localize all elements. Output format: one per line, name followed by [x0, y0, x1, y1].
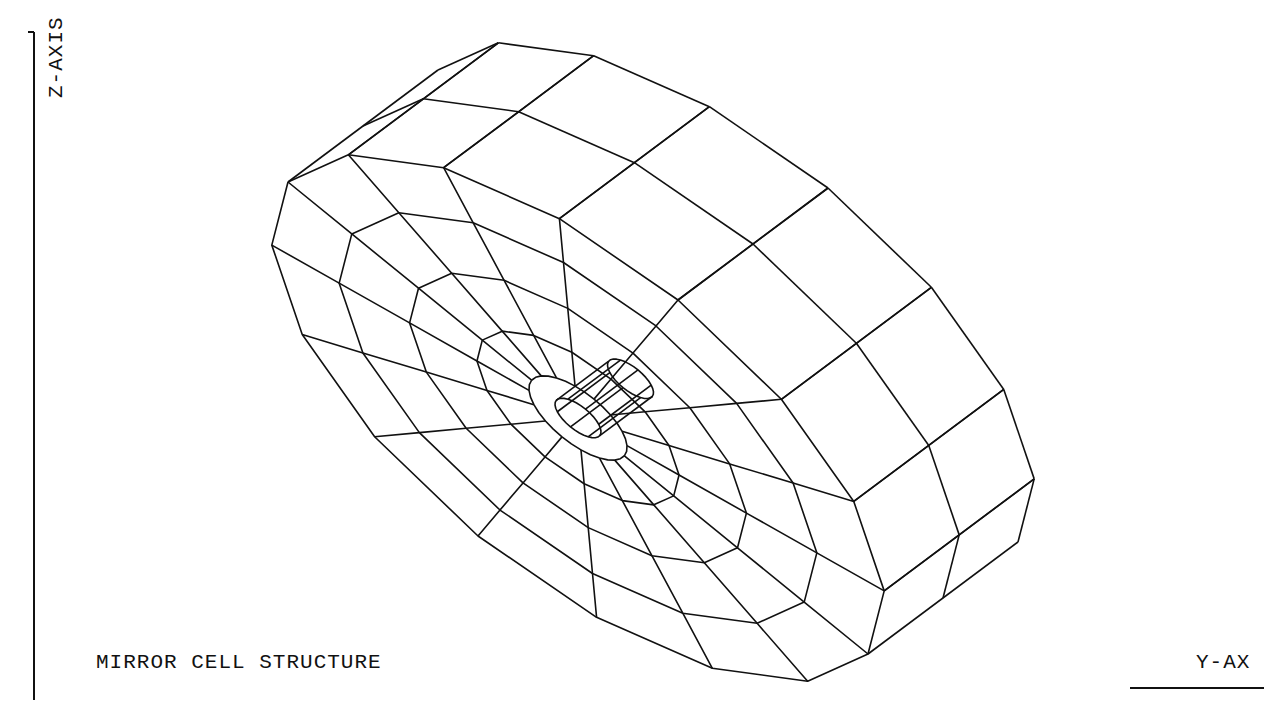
spoke-line [302, 335, 534, 405]
side-mid-line [423, 99, 518, 112]
back-edge-line [828, 188, 931, 287]
spoke-line [581, 450, 597, 617]
side-edge-line [884, 479, 1034, 591]
side-edge-line [781, 287, 931, 399]
spoke-line [288, 182, 532, 380]
hole-line [600, 397, 653, 436]
y-axis-line [1130, 687, 1264, 689]
spoke-line [348, 155, 541, 376]
hole-line [557, 373, 610, 412]
hole-line [568, 360, 621, 399]
back-edge-line [498, 43, 593, 56]
side-edge-line [444, 56, 594, 168]
spoke-line [627, 446, 884, 591]
axis-label: Y-AX [1196, 652, 1250, 673]
side-mid-line [753, 244, 856, 343]
side-edge-line [678, 188, 828, 300]
hole-line [599, 385, 652, 424]
ring-line [477, 331, 679, 505]
spoke-line [559, 219, 575, 386]
hole-line [588, 398, 641, 437]
spoke-line [594, 300, 678, 399]
spoke-line [599, 458, 712, 668]
side-edge-line [854, 389, 1004, 501]
back-edge-line [594, 56, 710, 107]
side-mid-line [929, 445, 959, 534]
side-edge-line [444, 56, 594, 168]
side-mid-line [856, 343, 928, 445]
hole-line [556, 361, 609, 400]
side-mid-line [519, 112, 635, 163]
side-edge-line [559, 107, 709, 219]
side-edge-line [868, 542, 1018, 654]
side-mid-line [634, 163, 753, 244]
axis-label: Z-AXIS [46, 16, 67, 98]
spoke-line [375, 421, 546, 437]
spoke-line [444, 168, 557, 378]
ring-line [339, 213, 817, 624]
finite-element-mesh [272, 43, 1034, 681]
back-edge-line [931, 287, 1003, 389]
side-edge-line [854, 389, 1004, 501]
spoke-line [478, 437, 562, 536]
axis-tick [28, 31, 34, 33]
z-axis-line [33, 32, 35, 700]
side-edge-line [884, 479, 1034, 591]
hole-line [571, 388, 624, 427]
side-edge-line [348, 43, 498, 155]
ring-line [272, 155, 884, 681]
side-edge-line [348, 43, 498, 155]
side-edge-line [781, 287, 931, 399]
side-edge-line [288, 70, 438, 182]
spoke-line [624, 456, 868, 654]
side-edge-line [559, 107, 709, 219]
back-edge-line [709, 107, 828, 188]
plot-title: MIRROR CELL STRUCTURE [96, 652, 382, 673]
side-edge-line [678, 188, 828, 300]
hole-line [586, 370, 639, 409]
spoke-line [622, 431, 854, 501]
back-edge-line [1004, 389, 1034, 478]
